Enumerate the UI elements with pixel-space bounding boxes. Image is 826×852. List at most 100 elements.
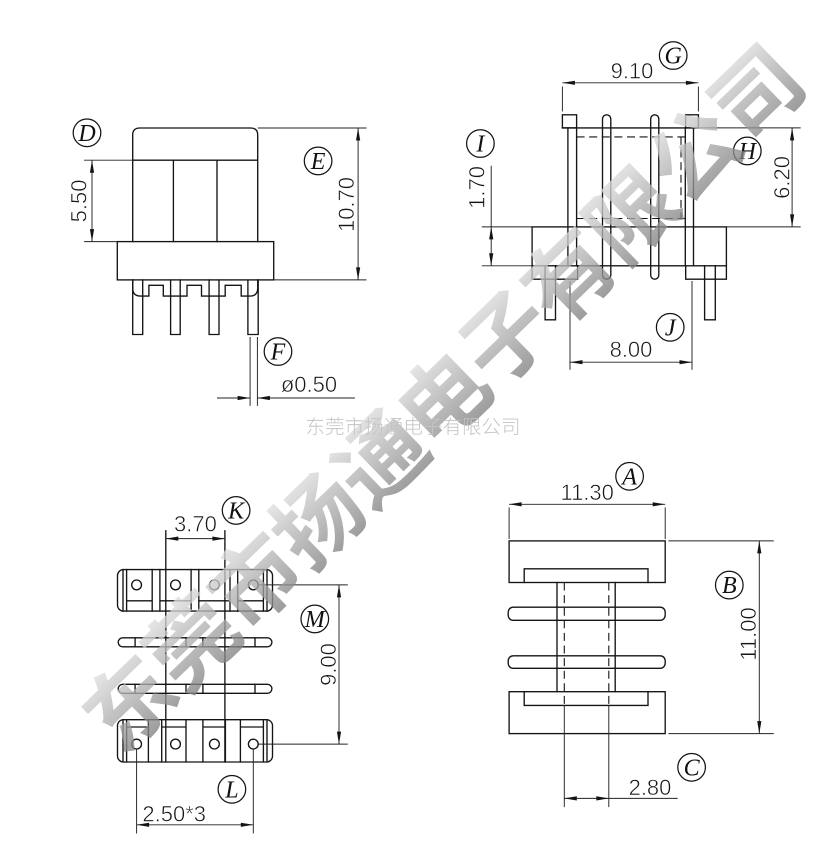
watermark-small-char	[307, 417, 324, 435]
front-dim-5-50-top-arrow	[89, 160, 95, 173]
watermark-small-char	[482, 417, 501, 435]
end-hidden-hole	[563, 582, 610, 706]
side-pins	[544, 265, 716, 321]
end-dim-11-30-right-arrow	[652, 502, 666, 507]
end-cap-bottom-recess	[523, 691, 649, 707]
top-dim-2-50-lines	[136, 749, 254, 834]
front-dim-0-50-left-arrow	[237, 395, 251, 401]
end-dim-11-00-bottom-arrow	[757, 721, 762, 734]
front-dim-0-50-right-arrow	[257, 395, 270, 401]
balloon-a-circle	[615, 461, 645, 491]
side-dim-8-00-text: 8.00	[610, 337, 653, 362]
end-cap-bottom	[508, 691, 666, 735]
front-flange	[116, 240, 275, 281]
watermark-small-char	[325, 417, 344, 436]
end-dim-11-00-top-arrow	[757, 540, 762, 554]
end-dim-11-30-left-arrow	[509, 502, 522, 507]
front-dim-10-70-bottom-arrow	[356, 267, 361, 280]
front-dim-5-50-text: 5.50	[67, 179, 92, 222]
balloon-d-letter: D	[77, 121, 95, 147]
balloon-k-circle	[221, 495, 251, 525]
top-bar-lower-hole	[169, 738, 182, 750]
balloon-f-letter: F	[270, 340, 286, 366]
front-dim-5-50-bottom-arrow	[89, 229, 95, 242]
end-mid-flange-2	[507, 655, 666, 669]
watermark-char	[577, 157, 690, 270]
front-pin-towers	[132, 279, 259, 297]
balloon-e-circle	[303, 146, 333, 176]
watermark-small-char	[502, 418, 519, 435]
watermark-diagonal	[71, 41, 811, 759]
balloon-c-circle	[677, 752, 707, 782]
balloon-e-letter: E	[310, 149, 326, 175]
balloon-b-circle	[714, 570, 744, 600]
top-bar-lower-hole	[247, 738, 259, 750]
side-dim-9-10-text: 9.10	[611, 58, 654, 83]
side-outer-flanges	[567, 127, 695, 267]
top-dim-9-00-lines	[258, 584, 348, 745]
top-bar-lower	[116, 719, 274, 763]
balloon-m-letter: M	[304, 607, 327, 633]
balloon-j-circle	[655, 312, 685, 342]
side-tab-left	[561, 114, 578, 129]
end-dim-2-80-text: 2.80	[629, 775, 672, 800]
top-dim-9-00-text: 9.00	[316, 643, 341, 686]
top-dim-3-70-left-arrow	[165, 536, 179, 541]
side-dim-9-10-right-arrow	[685, 80, 699, 85]
top-bar-upper-hole	[169, 579, 182, 591]
side-dim-9-10-left-arrow	[562, 80, 575, 85]
front-dim-10-70-text: 10.70	[334, 177, 359, 232]
end-cap-top	[508, 540, 666, 584]
balloon-a-letter: A	[620, 464, 637, 490]
balloon-d-circle	[72, 118, 102, 148]
front-dim-5-50-lines	[84, 159, 133, 243]
side-dim-1-70-top-arrow	[489, 226, 494, 240]
watermark-horizontal	[307, 417, 519, 436]
side-dim-1-70-text: 1.70	[465, 166, 490, 209]
end-dim-2-80-right-arrow	[596, 796, 609, 801]
balloon-j-letter: J	[665, 315, 677, 341]
top-dim-9-00-top-arrow	[336, 584, 342, 598]
end-dim-11-00-text: 11.00	[736, 607, 761, 660]
side-dim-6-20-text: 6.20	[770, 156, 795, 199]
watermark-char	[71, 643, 187, 759]
top-bar-upper	[116, 568, 274, 612]
front-pins	[132, 279, 259, 336]
side-dim-8-00-right-arrow	[679, 360, 692, 365]
end-core-tube	[556, 581, 616, 693]
watermark-char	[704, 41, 811, 148]
side-dim-8-00-left-arrow	[570, 360, 583, 365]
balloon-i-circle	[465, 129, 495, 158]
balloon-b-letter: B	[722, 573, 737, 599]
top-dim-2-50-left-arrow	[136, 822, 150, 827]
end-dim-11-00-lines	[668, 540, 774, 735]
side-dim-6-20-bottom-arrow	[790, 214, 795, 227]
top-dim-3-70-right-arrow	[212, 536, 225, 541]
front-dim-0-50-text: ø0.50	[281, 372, 337, 397]
top-dim-9-00-bottom-arrow	[336, 731, 342, 745]
balloon-k-letter: K	[227, 498, 246, 524]
balloon-i-letter: I	[475, 132, 485, 158]
top-mid-bar-2-ticks	[134, 683, 256, 694]
end-dim-2-80-lines	[563, 705, 678, 808]
top-dim-3-70-text: 3.70	[174, 512, 217, 537]
top-bar-upper-hole	[131, 579, 143, 591]
side-dim-9-10-lines	[561, 82, 699, 112]
top-dim-2-50-right-arrow	[240, 822, 254, 827]
balloon-g-circle	[658, 41, 688, 70]
balloon-m-circle	[300, 604, 330, 634]
balloon-f-circle	[263, 337, 293, 366]
front-body	[132, 127, 259, 243]
front-dim-0-50-lines	[217, 337, 355, 406]
end-mid-flange-1	[507, 606, 666, 621]
balloon-l-letter: L	[224, 777, 238, 803]
end-view: 11.30 A 11.00 B 2.80 C	[507, 461, 774, 808]
side-dim-1-70-lines	[481, 165, 533, 267]
end-cap-top-recess	[523, 568, 649, 584]
balloon-g-letter: G	[665, 44, 682, 70]
front-dim-10-70-lines	[257, 127, 367, 281]
balloon-c-letter: C	[684, 755, 701, 781]
front-view: 5.50 D 10.70 E ø0.50 F	[66, 118, 367, 406]
